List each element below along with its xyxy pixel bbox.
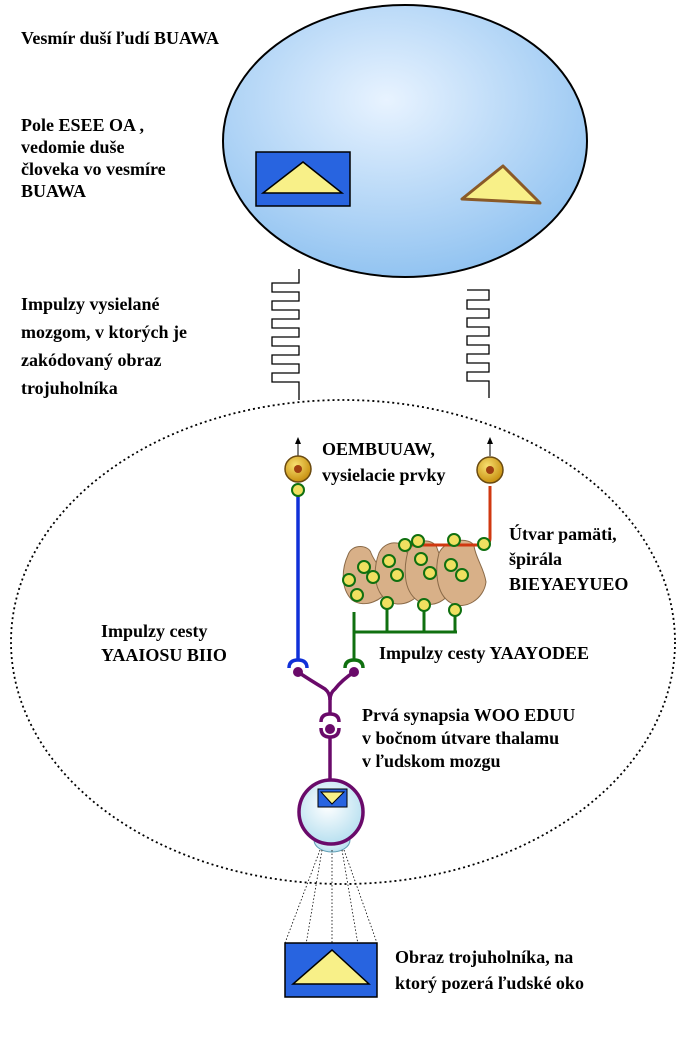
first-synapse-label: Prvá synapsia WOO EDUU v bočnom útvare t… xyxy=(362,705,576,771)
universe-ellipse xyxy=(222,4,588,278)
purple-path xyxy=(297,670,355,787)
synapse-cap-green xyxy=(343,658,365,669)
triangle-image-triangle xyxy=(290,948,371,985)
memory-nodes xyxy=(291,483,491,617)
impulses-brain-label: Impulzy vysielané mozgom, v ktorých je z… xyxy=(21,294,187,398)
transmitter-arrow-right xyxy=(487,437,493,456)
path-yaayodee-label: Impulzy cesty YAAYODEE xyxy=(379,643,590,663)
transmitter-arrow-left xyxy=(295,437,301,456)
universe-title: Vesmír duší ľudí BUAWA xyxy=(21,28,219,48)
impulse-wave-right xyxy=(466,289,490,398)
triangle-image-label: Obraz trojuholníka, na ktorý pozerá ľuds… xyxy=(395,947,584,993)
brain-boundary xyxy=(10,399,676,885)
eye-image-triangle xyxy=(319,791,346,805)
path-biio-label: Impulzy cesty YAAIOSU BIIO xyxy=(101,621,227,665)
synapse-cap-blue xyxy=(287,658,309,669)
transmitters-label: OEMBUUAW, vysielacie prvky xyxy=(322,439,446,485)
soul-field-triangle xyxy=(260,161,345,194)
soul-field-label: Pole ESEE OA , vedomie duše človeka vo v… xyxy=(21,115,166,201)
impulse-wave-left xyxy=(271,269,300,400)
universe-triangle xyxy=(460,164,542,205)
memory-spiral-label: Útvar pamäti, špirála BIEYAEYUEO xyxy=(509,524,629,594)
